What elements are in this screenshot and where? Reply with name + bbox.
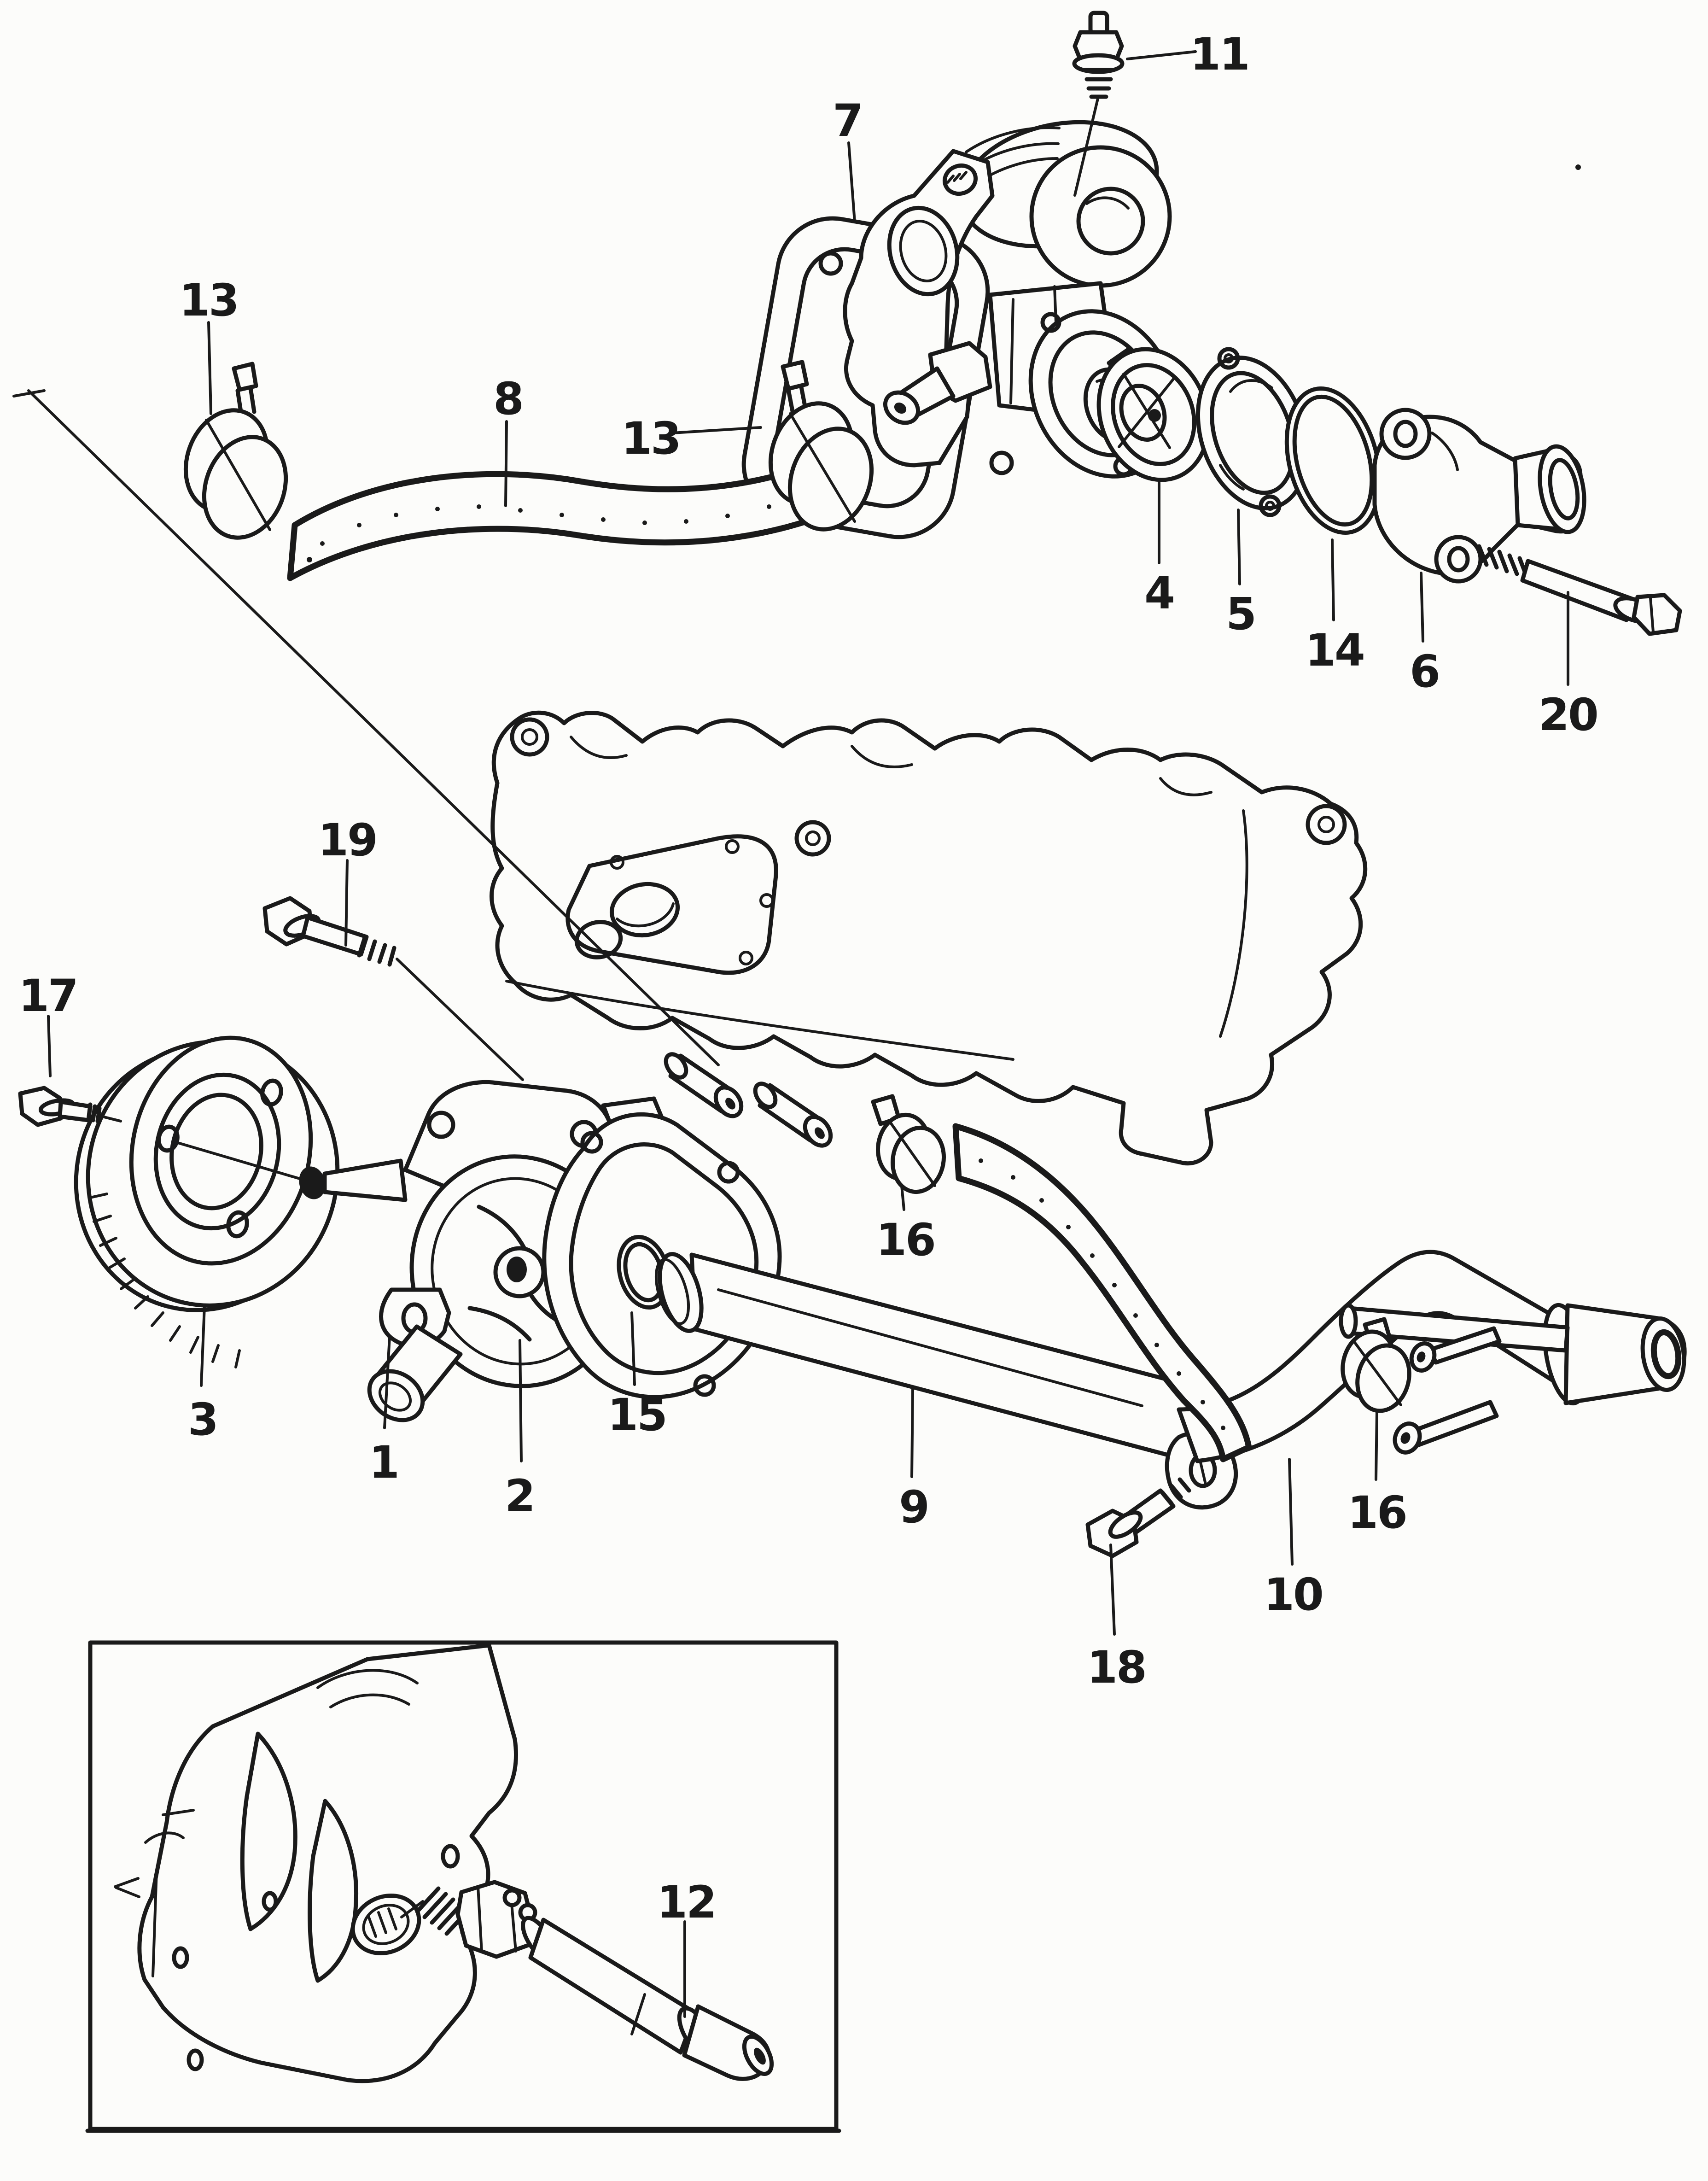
leader-line-part-19 — [344, 859, 349, 947]
part-number-label: 12 — [657, 1877, 716, 1928]
leader-line-part-14 — [1331, 538, 1335, 621]
leader-line-part-13 — [207, 321, 212, 415]
part-number-label: 8 — [493, 373, 523, 425]
leader-line-part-3 — [200, 1305, 206, 1387]
pulley-bolt — [18, 1086, 102, 1127]
joint-pipe — [1339, 1303, 1570, 1353]
leader-line-part-17 — [101, 1115, 122, 1123]
leader-line-part-16 — [1375, 1410, 1378, 1481]
leader-line-part-11 — [1126, 50, 1197, 60]
leader-line-part-2 — [519, 1339, 523, 1462]
leader-line-part-9 — [910, 1388, 914, 1478]
leader-line-part-8 — [504, 420, 508, 507]
water-outlet — [1372, 408, 1586, 584]
leader-line-part-7 — [847, 141, 856, 223]
temp-sensor-bolt — [1072, 11, 1125, 197]
part-number-label: 19 — [318, 814, 377, 866]
leader-line-part-19 — [396, 958, 524, 1081]
thermostat-cover — [1196, 347, 1309, 517]
part-number-label: 18 — [1087, 1642, 1146, 1693]
part-number-label: 13 — [179, 275, 238, 326]
part-number-label: 13 — [621, 413, 680, 464]
pipe-clamp-lower — [1341, 1317, 1411, 1413]
part-number-label: 15 — [607, 1389, 666, 1441]
scan-speck — [1575, 164, 1581, 170]
part-number-label: 14 — [1305, 625, 1364, 676]
part-number-label: 10 — [1264, 1569, 1323, 1620]
pipe-mount-bolt — [1085, 1477, 1191, 1558]
leader-line-part-5 — [1237, 509, 1241, 585]
part-number-label: 5 — [1226, 588, 1255, 640]
manifold-stud — [753, 1082, 833, 1148]
part-number-label: 6 — [1410, 646, 1439, 697]
part-number-label: 4 — [1144, 567, 1174, 619]
temp-sensor — [400, 1880, 774, 2081]
crank-pulley — [74, 1035, 340, 1368]
part-number-label: 17 — [18, 970, 77, 1022]
leader-line-part-16 — [900, 1184, 905, 1211]
cylinder-block — [114, 1643, 518, 2083]
water-hose — [952, 1123, 1252, 1462]
manifold-stud — [664, 1052, 744, 1118]
part-number-label: 20 — [1539, 689, 1597, 741]
pipe-clamp-upper — [871, 1094, 946, 1194]
hose-stipple — [979, 1158, 1225, 1430]
section-line — [12, 389, 720, 1066]
part-number-label: 16 — [1347, 1487, 1406, 1538]
hose-clamp-left — [183, 362, 288, 540]
part-number-label: 2 — [505, 1470, 534, 1522]
leader-line-part-1 — [383, 1335, 391, 1429]
inset-box — [85, 1640, 841, 2133]
pulley-rib-hatch — [89, 1193, 241, 1368]
part-number-label: 11 — [1190, 29, 1249, 80]
part-number-label: 1 — [369, 1437, 398, 1488]
leader-line-part-15 — [630, 1311, 636, 1386]
leader-line-part-18 — [1109, 1544, 1116, 1636]
part-number-label: 16 — [876, 1214, 935, 1266]
part-number-label: 9 — [899, 1481, 928, 1533]
joint-pipe-bolt — [1393, 1400, 1499, 1455]
part-number-label: 7 — [833, 95, 862, 146]
o-ring-large — [1284, 386, 1382, 535]
intake-manifold — [490, 710, 1368, 1166]
outlet-bolt — [1477, 544, 1682, 636]
leader-line-part-13 — [671, 426, 762, 434]
leader-line-part-6 — [1420, 572, 1424, 643]
pump-bolt-long — [262, 896, 396, 967]
part-number-label: 3 — [188, 1394, 217, 1445]
leader-line-part-10 — [1288, 1458, 1294, 1566]
joint-pipe-bolt — [1409, 1326, 1502, 1373]
hose-clamp-right — [768, 360, 874, 532]
leader-line-part-17 — [47, 1015, 52, 1077]
water-pipe — [654, 1250, 1687, 1510]
